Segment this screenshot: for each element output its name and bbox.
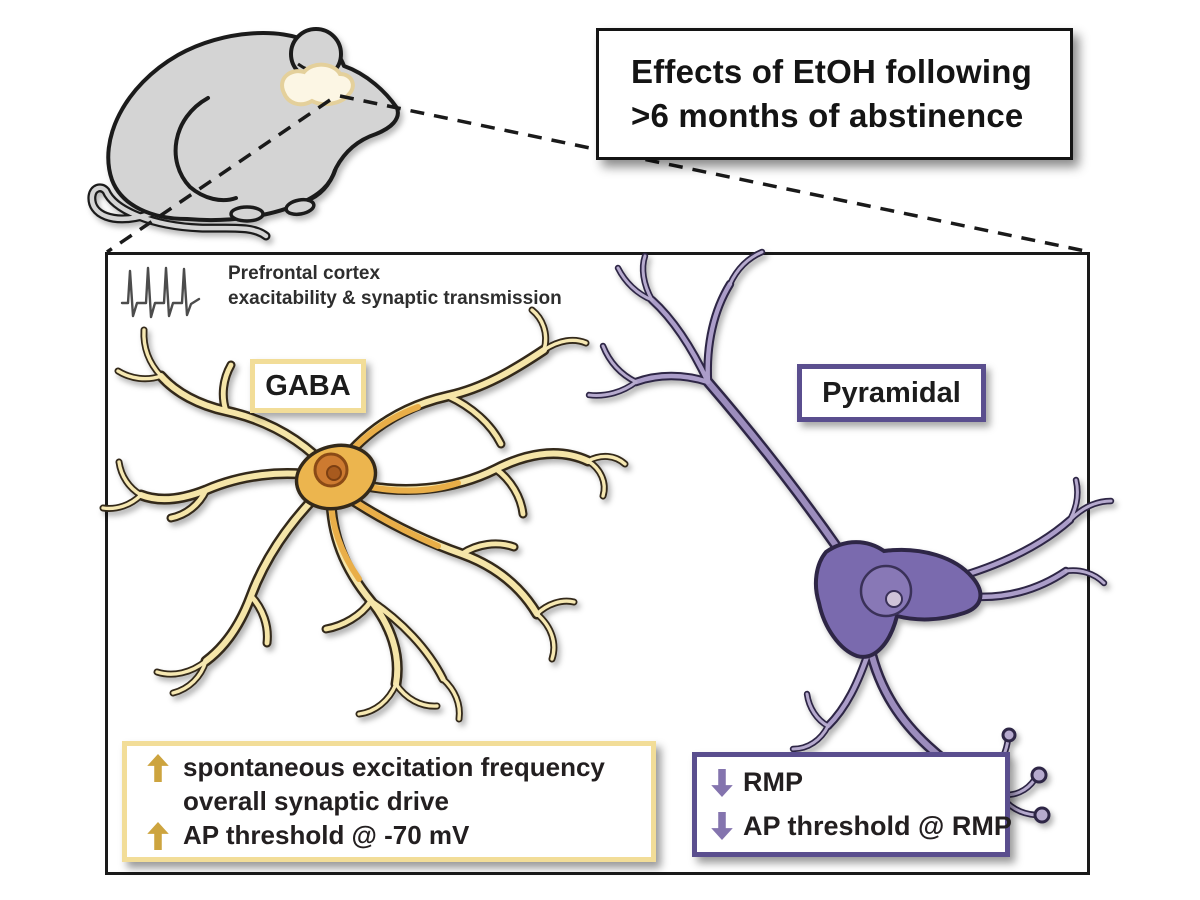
zoom-dashed-line-right [339,94,1091,254]
gaba-label-box: GABA [250,359,366,413]
pyramidal-nucleus [859,564,913,618]
spike-train-icon [120,266,201,319]
gaba-neuron [103,310,625,719]
pyramidal-neuron [589,252,1111,824]
mouse-body [106,31,400,223]
effect-text: AP threshold @ -70 mV [183,819,470,850]
down-arrow-icon [707,812,737,841]
up-arrow-icon [143,821,173,850]
pyramidal-label-box: Pyramidal [797,364,986,422]
mouse-illustration [87,27,400,241]
down-arrow-icon [707,768,737,797]
title-callout: Effects of EtOH following >6 months of a… [596,28,1073,160]
effect-text: overall synaptic drive [183,785,449,816]
pyramidal-label-text: Pyramidal [822,376,961,409]
brain-highlight [280,62,355,107]
effect-text: RMP [743,767,803,798]
effect-row: overall synaptic drive [143,785,643,819]
zoom-dashed-line-left [106,98,331,254]
title-line-1: Effects of EtOH following [631,53,1032,91]
effect-text: AP threshold @ RMP [743,810,1012,841]
up-arrow-icon [143,753,173,782]
effect-row: AP threshold @ -70 mV [143,819,643,853]
panel-header-line-1: Prefrontal cortex [228,263,381,284]
title-line-2: >6 months of abstinence [631,97,1024,134]
panel-header-line-2: exacitability & synaptic transmission [228,287,562,309]
effect-text: spontaneous excitation frequency [183,751,605,782]
effect-row: RMP [707,761,999,805]
effect-row: AP threshold @ RMP [707,805,1012,849]
pyramidal-effects-box: RMP AP threshold @ RMP [692,752,1012,857]
gaba-label-text: GABA [265,369,351,402]
panel-header: Prefrontal cortex exacitability & synapt… [228,262,562,311]
effect-row: spontaneous excitation frequency [143,751,643,785]
gaba-effects-box: spontaneous excitation frequency overall… [122,741,656,862]
